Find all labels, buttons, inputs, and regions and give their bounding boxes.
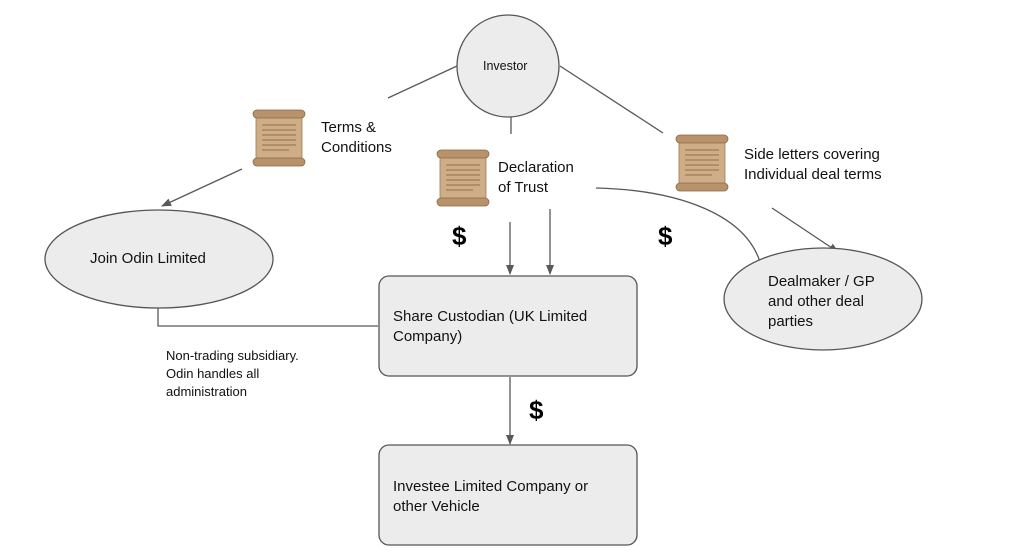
connector-join-odin-to-custodian — [157, 308, 378, 327]
scroll-icon — [675, 134, 729, 192]
dealmaker-node[interactable] — [723, 247, 923, 351]
subsidiary-note-line3: administration — [166, 384, 247, 399]
subsidiary-note-line1: Non-trading subsidiary. — [166, 348, 299, 363]
declaration-label: Declaration of Trust — [498, 158, 574, 198]
declaration-label-line2: of Trust — [498, 179, 549, 196]
money-symbol-investor-custodian: $ — [452, 221, 467, 251]
connector-investor-side-letters — [559, 65, 664, 134]
side-letters-label: Side letters covering Individual deal te… — [744, 145, 882, 185]
dealmaker-label-line1: Dealmaker / GP — [768, 273, 875, 290]
arrow-terms-to-join-odin — [161, 168, 243, 207]
subsidiary-note: Non-trading subsidiary. Odin handles all… — [166, 347, 299, 401]
share-custodian-node[interactable] — [378, 275, 638, 377]
share-custodian-label: Share Custodian (UK Limited Company) — [393, 307, 587, 347]
share-custodian-label-line1: Share Custodian (UK Limited — [393, 308, 588, 325]
connector-investor-terms — [387, 65, 458, 99]
scroll-icon — [436, 149, 490, 207]
investor-label: Investor — [483, 59, 528, 73]
arrow-side-letters-to-dealmaker — [771, 207, 839, 253]
side-letters-label-line2: Individual deal terms — [744, 166, 882, 183]
investee-label-line1: Investee Limited Company or — [393, 478, 589, 495]
join-odin-label: Join Odin Limited — [90, 250, 206, 267]
investee-label: Investee Limited Company or other Vehicl… — [393, 477, 588, 517]
join-odin-node[interactable] — [44, 209, 274, 309]
scroll-icon — [252, 109, 306, 167]
dealmaker-label: Dealmaker / GP and other deal parties — [768, 272, 875, 332]
subsidiary-note-line2: Odin handles all — [166, 366, 260, 381]
side-letters-label-line1: Side letters covering — [744, 146, 880, 163]
money-symbol-custodian-investee: $ — [529, 395, 544, 425]
investee-label-line2: other Vehicle — [393, 498, 480, 515]
terms-label: Terms & Conditions — [321, 118, 392, 158]
terms-label-line1: Terms & — [321, 119, 377, 136]
terms-label-line2: Conditions — [321, 139, 392, 156]
curve-declaration-to-dealmaker — [595, 187, 761, 263]
share-custodian-label-line2: Company) — [393, 328, 463, 345]
dealmaker-label-line2: and other deal — [768, 293, 864, 310]
investor-node[interactable] — [456, 14, 560, 118]
money-symbol-investor-dealmaker: $ — [658, 221, 673, 251]
declaration-label-line1: Declaration — [498, 159, 574, 176]
dealmaker-label-line3: parties — [768, 313, 814, 330]
investee-node[interactable] — [378, 444, 638, 546]
